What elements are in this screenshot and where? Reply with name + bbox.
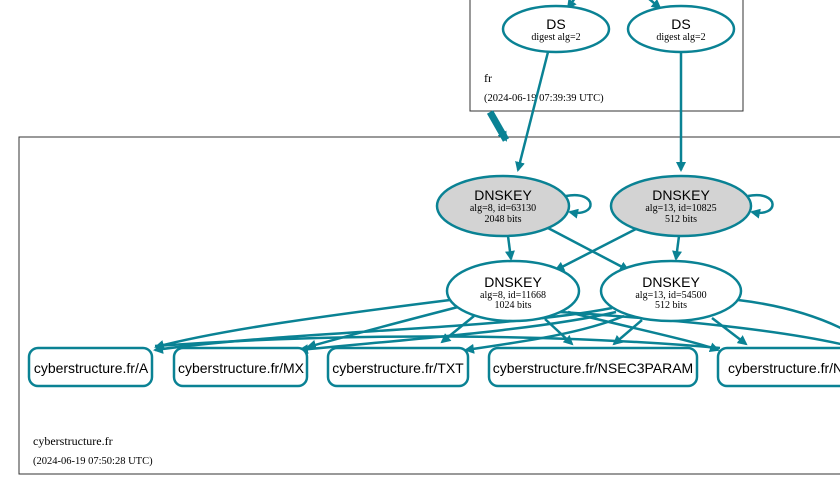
parent-zone-name: fr [484,71,492,85]
edge-zsk2-ns [711,317,748,346]
ds-detail: digest alg=2 [531,32,580,43]
ksk-node-1[interactable]: DNSKEY alg=8, id=63130 2048 bits [435,174,571,238]
rrset-mx[interactable]: cyberstructure.fr/MX [172,346,309,388]
dnskey-detail: alg=8, id=63130 [470,203,536,214]
rrset-txt[interactable]: cyberstructure.fr/TXT [326,346,470,388]
edge-ksk1-self [565,193,592,219]
edge-ds1-ksk1 [515,51,550,172]
edge-zsk1-mx [306,305,459,350]
rrset-a[interactable]: cyberstructure.fr/A [27,346,154,388]
edge-ksk2-zsk2 [672,235,682,261]
edges [153,0,840,355]
ds-node-2[interactable]: DS digest alg=2 [626,4,736,54]
rrset-label: cyberstructure.fr/MX [178,360,305,376]
edge-zsk2-mx [298,310,617,355]
dnskey-title: DNSKEY [642,274,700,290]
edge-ksk2-self [747,193,774,219]
rrset-nsec3param[interactable]: cyberstructure.fr/NSEC3PARAM [487,346,699,388]
edge-ksk1-zsk2 [547,226,630,272]
dnskey-size: 2048 bits [485,214,522,225]
ksk-node-2[interactable]: DNSKEY alg=13, id=10825 512 bits [609,174,753,238]
dnskey-title: DNSKEY [484,274,542,290]
edge-zsk1-a [154,298,451,350]
dnskey-title: DNSKEY [652,187,710,203]
edge-delegation [486,110,510,142]
zsk-node-2[interactable]: DNSKEY alg=13, id=54500 512 bits [599,259,743,323]
ds-title: DS [671,16,690,32]
dnskey-detail: alg=13, id=54500 [635,290,706,301]
ds-title: DS [546,16,565,32]
edge-zsk2-offscreen [737,298,840,329]
child-zone-timestamp: (2024-06-19 07:50:28 UTC) [33,456,153,467]
edge-cross-curve [154,335,721,350]
parent-zone-timestamp: (2024-06-19 07:39:39 UTC) [484,93,604,104]
rrset-ns[interactable]: cyberstructure.fr/NS [716,346,840,388]
dnskey-size: 1024 bits [495,300,532,311]
dnskey-size: 512 bits [655,300,687,311]
rrset-label: cyberstructure.fr/NS [728,360,840,376]
dnskey-detail: alg=13, id=10825 [645,203,716,214]
dnskey-size: 512 bits [665,214,697,225]
rrset-label: cyberstructure.fr/NSEC3PARAM [493,360,693,376]
ds-node-1[interactable]: DS digest alg=2 [501,4,611,54]
ds-detail: digest alg=2 [656,32,705,43]
edge-zsk1-offscreen [559,310,840,346]
dnskey-detail: alg=8, id=11668 [480,290,546,301]
dnskey-title: DNSKEY [474,187,532,203]
edge-zsk2-txt [464,314,625,354]
child-zone-name: cyberstructure.fr [33,434,113,448]
zsk-node-1[interactable]: DNSKEY alg=8, id=11668 1024 bits [445,259,581,323]
edge-ksk1-zsk1 [505,235,515,261]
rrset-label: cyberstructure.fr/TXT [332,360,464,376]
edge-into-ds-2 [648,0,662,10]
edge-ksk2-zsk1 [554,227,637,272]
rrset-label: cyberstructure.fr/A [34,360,149,376]
